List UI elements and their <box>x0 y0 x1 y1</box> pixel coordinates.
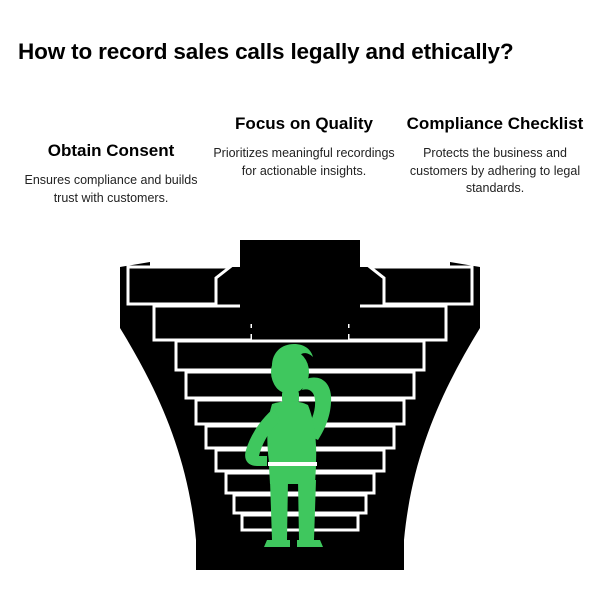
person-waistband <box>268 462 317 466</box>
callout-obtain-consent: Obtain Consent Ensures compliance and bu… <box>16 140 206 207</box>
callout-heading: Compliance Checklist <box>406 114 584 133</box>
callout-focus-on-quality: Focus on Quality Prioritizes meaningful … <box>212 113 396 180</box>
callout-heading: Focus on Quality <box>235 114 373 133</box>
person-right-foot <box>297 540 323 547</box>
stairs-top-center-block <box>240 242 360 292</box>
person-torso <box>267 401 317 462</box>
person-left-leg <box>270 480 288 540</box>
callout-body: Protects the business and customers by a… <box>409 146 581 195</box>
person-right-leg <box>298 480 316 540</box>
callout-body: Prioritizes meaningful recordings for ac… <box>213 146 395 178</box>
person-figure <box>245 344 332 547</box>
callout-heading: Obtain Consent <box>47 141 175 160</box>
stairs-center-column <box>240 296 360 340</box>
page-title: How to record sales calls legally and et… <box>18 39 514 64</box>
stairs-left-wing <box>120 262 268 342</box>
stairs-illustration-svg <box>120 240 480 570</box>
person-left-foot <box>264 540 290 547</box>
stairs-right-wing <box>332 262 480 342</box>
stairs-right-tread-1 <box>365 265 474 306</box>
callout-compliance-checklist: Compliance Checklist Protects the busine… <box>404 113 586 198</box>
person-neck <box>282 390 299 404</box>
stairs-left-tread-1 <box>126 265 235 306</box>
callout-body: Ensures compliance and builds trust with… <box>24 173 198 205</box>
person-hip-arm <box>245 408 280 466</box>
stairs-illustration <box>112 240 488 570</box>
person-hips <box>269 466 316 484</box>
person-head <box>271 350 309 394</box>
